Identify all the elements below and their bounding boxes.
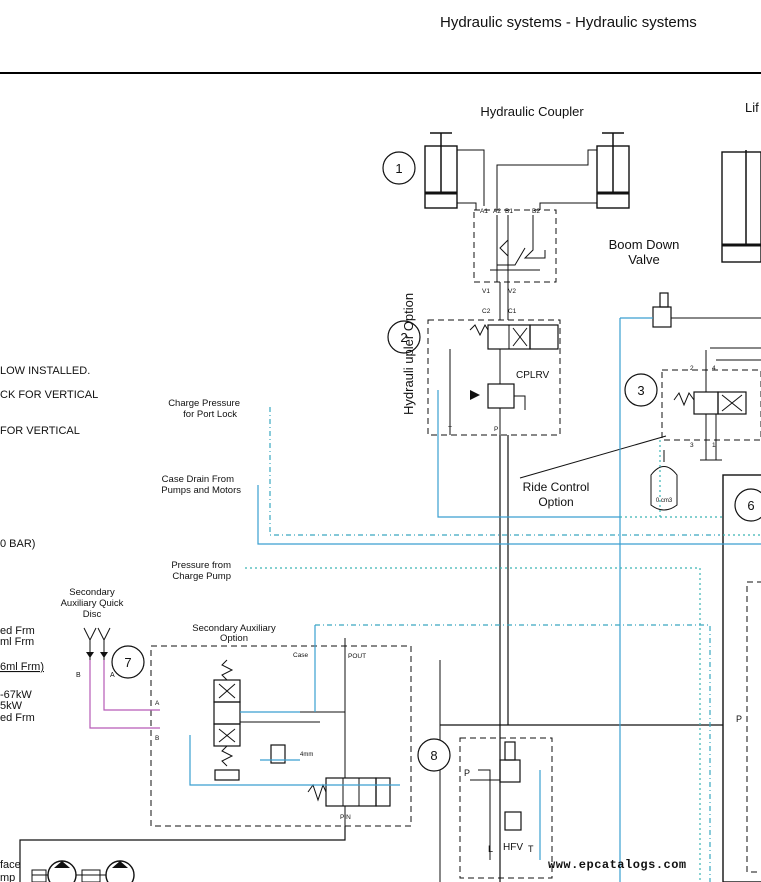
label-hydraulic-coupler: Hydraulic Coupler	[480, 104, 584, 119]
svg-text:POUT: POUT	[348, 653, 366, 660]
label-accumulator: 0 cm3	[656, 498, 673, 504]
svg-text:C2: C2	[482, 308, 491, 315]
svg-text:1: 1	[395, 161, 402, 176]
label-charge-pressure-1: Charge Pressure	[168, 398, 240, 409]
hfv-block	[439, 725, 553, 882]
label-secondary-quick-1: Secondary	[69, 587, 115, 598]
svg-text:0 BAR): 0 BAR)	[0, 538, 35, 550]
svg-text:B: B	[76, 672, 81, 679]
pumps	[31, 860, 135, 882]
svg-text:mp: mp	[0, 872, 15, 882]
label-ride-control-2: Option	[538, 495, 573, 509]
label-secondary-quick-2: Auxiliary Quick	[61, 598, 124, 609]
svg-text:3: 3	[637, 383, 644, 398]
label-ride-control-1: Ride Control	[523, 480, 590, 494]
svg-text:1: 1	[712, 442, 716, 449]
svg-text:ed Frm: ed Frm	[0, 712, 35, 724]
label-pressure-from-2: Charge Pump	[172, 571, 231, 582]
callout-7: 7	[111, 645, 145, 679]
svg-text:A2: A2	[493, 208, 501, 215]
port-labels: A1 A2 B1 B2 V1 V2 C2 C1 T P P P Case POU…	[76, 208, 742, 854]
svg-text:2: 2	[690, 365, 694, 372]
label-hfv: HFV	[503, 842, 523, 853]
label-secondary-aux-2: Option	[220, 633, 248, 644]
coupler-cylinder-right	[496, 132, 630, 210]
svg-text:A: A	[110, 672, 115, 679]
header-divider	[0, 72, 761, 74]
svg-text:LOW INSTALLED.: LOW INSTALLED.	[0, 365, 90, 377]
svg-text:CK FOR VERTICAL: CK FOR VERTICAL	[0, 389, 98, 401]
label-cplrv: CPLRV	[516, 370, 549, 381]
cplrv-block	[427, 319, 561, 436]
label-pressure-from-1: Pressure from	[171, 560, 231, 571]
lift-cylinder	[721, 150, 761, 263]
svg-text:8: 8	[430, 748, 437, 763]
svg-text:T: T	[528, 844, 534, 854]
label-secondary-quick-3: Disc	[83, 609, 102, 620]
svg-text:PIN: PIN	[340, 814, 351, 821]
label-charge-pressure-2: for Port Lock	[183, 409, 237, 420]
svg-text:FOR VERTICAL: FOR VERTICAL	[0, 425, 80, 437]
svg-text:4: 4	[712, 365, 716, 372]
svg-text:Case: Case	[293, 652, 309, 659]
main-valve-block	[700, 474, 761, 882]
svg-text:ml Frm: ml Frm	[0, 636, 34, 648]
svg-text:-67kW: -67kW	[0, 689, 32, 701]
label-boom-down-1: Boom Down	[609, 237, 680, 252]
svg-text:3: 3	[690, 442, 694, 449]
port-lock-block	[473, 209, 557, 320]
svg-text:P: P	[736, 714, 742, 724]
svg-text:face: face	[0, 859, 21, 871]
svg-text:P: P	[464, 768, 470, 778]
svg-text:A1: A1	[480, 208, 488, 215]
quick-disconnect	[83, 627, 111, 660]
svg-text:7: 7	[124, 655, 131, 670]
svg-text:V1: V1	[482, 288, 490, 295]
label-coupler-option: Hydrauli upler Option	[401, 293, 416, 415]
svg-text:T: T	[448, 426, 452, 433]
secondary-aux-block	[150, 638, 412, 827]
svg-text:L: L	[488, 844, 493, 854]
coupler-cylinder-left	[424, 132, 485, 210]
watermark-text: www.epcatalogs.com	[548, 858, 687, 872]
callout-2: 2	[387, 320, 421, 354]
svg-text:B1: B1	[505, 208, 513, 215]
svg-text:6: 6	[747, 498, 754, 513]
svg-text:V2: V2	[508, 288, 516, 295]
label-boom-down-2: Valve	[628, 252, 660, 267]
left-notes: LOW INSTALLED. CK FOR VERTICAL FOR VERTI…	[0, 365, 98, 882]
svg-text:5kW: 5kW	[0, 700, 23, 712]
label-orifice: 4mm	[300, 752, 313, 758]
callout-3: 3	[624, 373, 658, 407]
svg-text:2: 2	[400, 330, 407, 345]
svg-text:ed Frm: ed Frm	[0, 625, 35, 637]
boom-down-valve	[652, 292, 761, 328]
svg-text:C1: C1	[508, 308, 517, 315]
svg-text:A: A	[155, 700, 160, 707]
svg-text:6ml Frm): 6ml Frm)	[0, 661, 44, 673]
label-secondary-aux-1: Secondary Auxiliary	[192, 623, 276, 634]
callout-6: 6	[734, 488, 761, 522]
svg-text:B: B	[155, 735, 159, 742]
label-case-drain-2: Pumps and Motors	[161, 485, 241, 496]
ride-control-block	[650, 347, 761, 511]
callout-8: 8	[417, 738, 451, 772]
svg-text:P: P	[494, 426, 498, 433]
callout-1: 1	[382, 151, 416, 185]
label-case-drain-1: Case Drain From	[162, 474, 234, 485]
label-lift: Lif	[745, 100, 759, 115]
page-header-title: Hydraulic systems - Hydraulic systems	[440, 14, 697, 31]
svg-text:B2: B2	[532, 208, 540, 215]
